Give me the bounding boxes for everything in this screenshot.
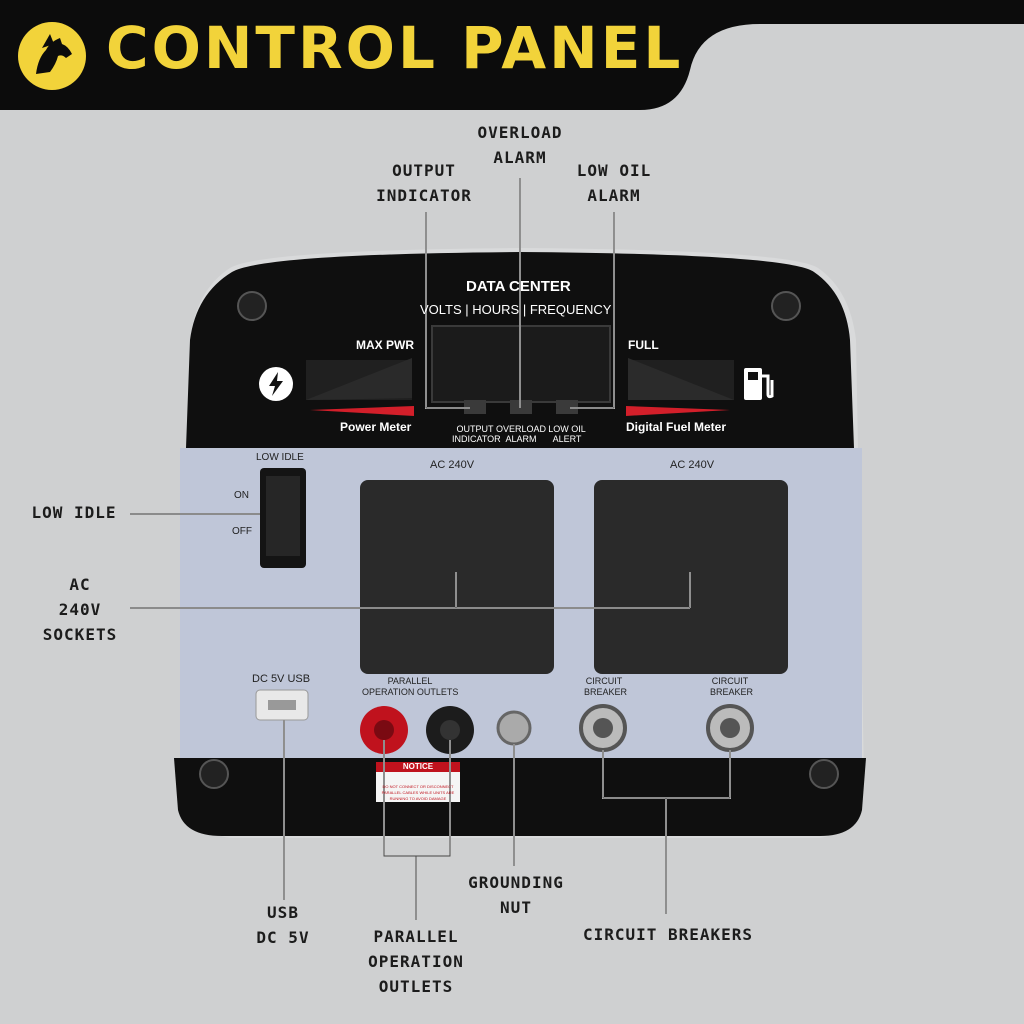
socket-1-label: AC 240V [430, 459, 475, 471]
volts-label: VOLTS [420, 302, 462, 317]
notice-line-2: PARALLEL CABLES WHILE UNITS ARE [381, 790, 455, 795]
low-idle-callout: LOW IDLE [31, 503, 117, 522]
ac-socket-1[interactable] [360, 480, 554, 674]
page-title: CONTROL PANEL [106, 14, 684, 82]
full-label: FULL [628, 338, 659, 352]
hours-label: HOURS [472, 302, 520, 317]
circuit-breakers-callout: CIRCUIT BREAKERS [582, 925, 754, 944]
fuel-pump-icon [742, 364, 776, 404]
parallel-outlet-black[interactable] [426, 706, 474, 754]
horse-head-logo-icon [16, 20, 88, 92]
socket-2-label: AC 240V [670, 459, 715, 471]
frequency-label: FREQUENCY [529, 302, 612, 317]
fuel-meter-label: Digital Fuel Meter [626, 420, 727, 434]
usb-panel-label: DC 5V USB [252, 673, 311, 685]
low-idle-panel-label: LOW IDLE [256, 452, 304, 463]
notice-line-1: DO NOT CONNECT OR DISCONNECT [382, 784, 454, 789]
lightning-bolt-icon [258, 366, 294, 402]
data-center-modes: VOLTS | HOURS | FREQUENCY [420, 302, 612, 317]
max-pwr-label: MAX PWR [356, 338, 414, 352]
switch-off-label: OFF [232, 526, 252, 537]
switch-on-label: ON [234, 490, 249, 501]
header-bar [0, 0, 1024, 110]
low-idle-switch[interactable] [260, 468, 306, 568]
notice-title: NOTICE [402, 762, 434, 771]
circuit-breaker-2[interactable] [708, 706, 752, 750]
notice-sticker: NOTICE DO NOT CONNECT OR DISCONNECT PARA… [376, 762, 460, 802]
data-center-label: DATA CENTER [466, 278, 571, 295]
usb-port[interactable] [256, 690, 308, 720]
power-meter-label: Power Meter [340, 420, 412, 434]
notice-line-3: RUNNING TO AVOID DAMAGE [389, 796, 447, 801]
grounding-nut[interactable] [498, 712, 530, 744]
ac-socket-2[interactable] [594, 480, 788, 674]
parallel-outlet-red[interactable] [360, 706, 408, 754]
circuit-breaker-1[interactable] [581, 706, 625, 750]
